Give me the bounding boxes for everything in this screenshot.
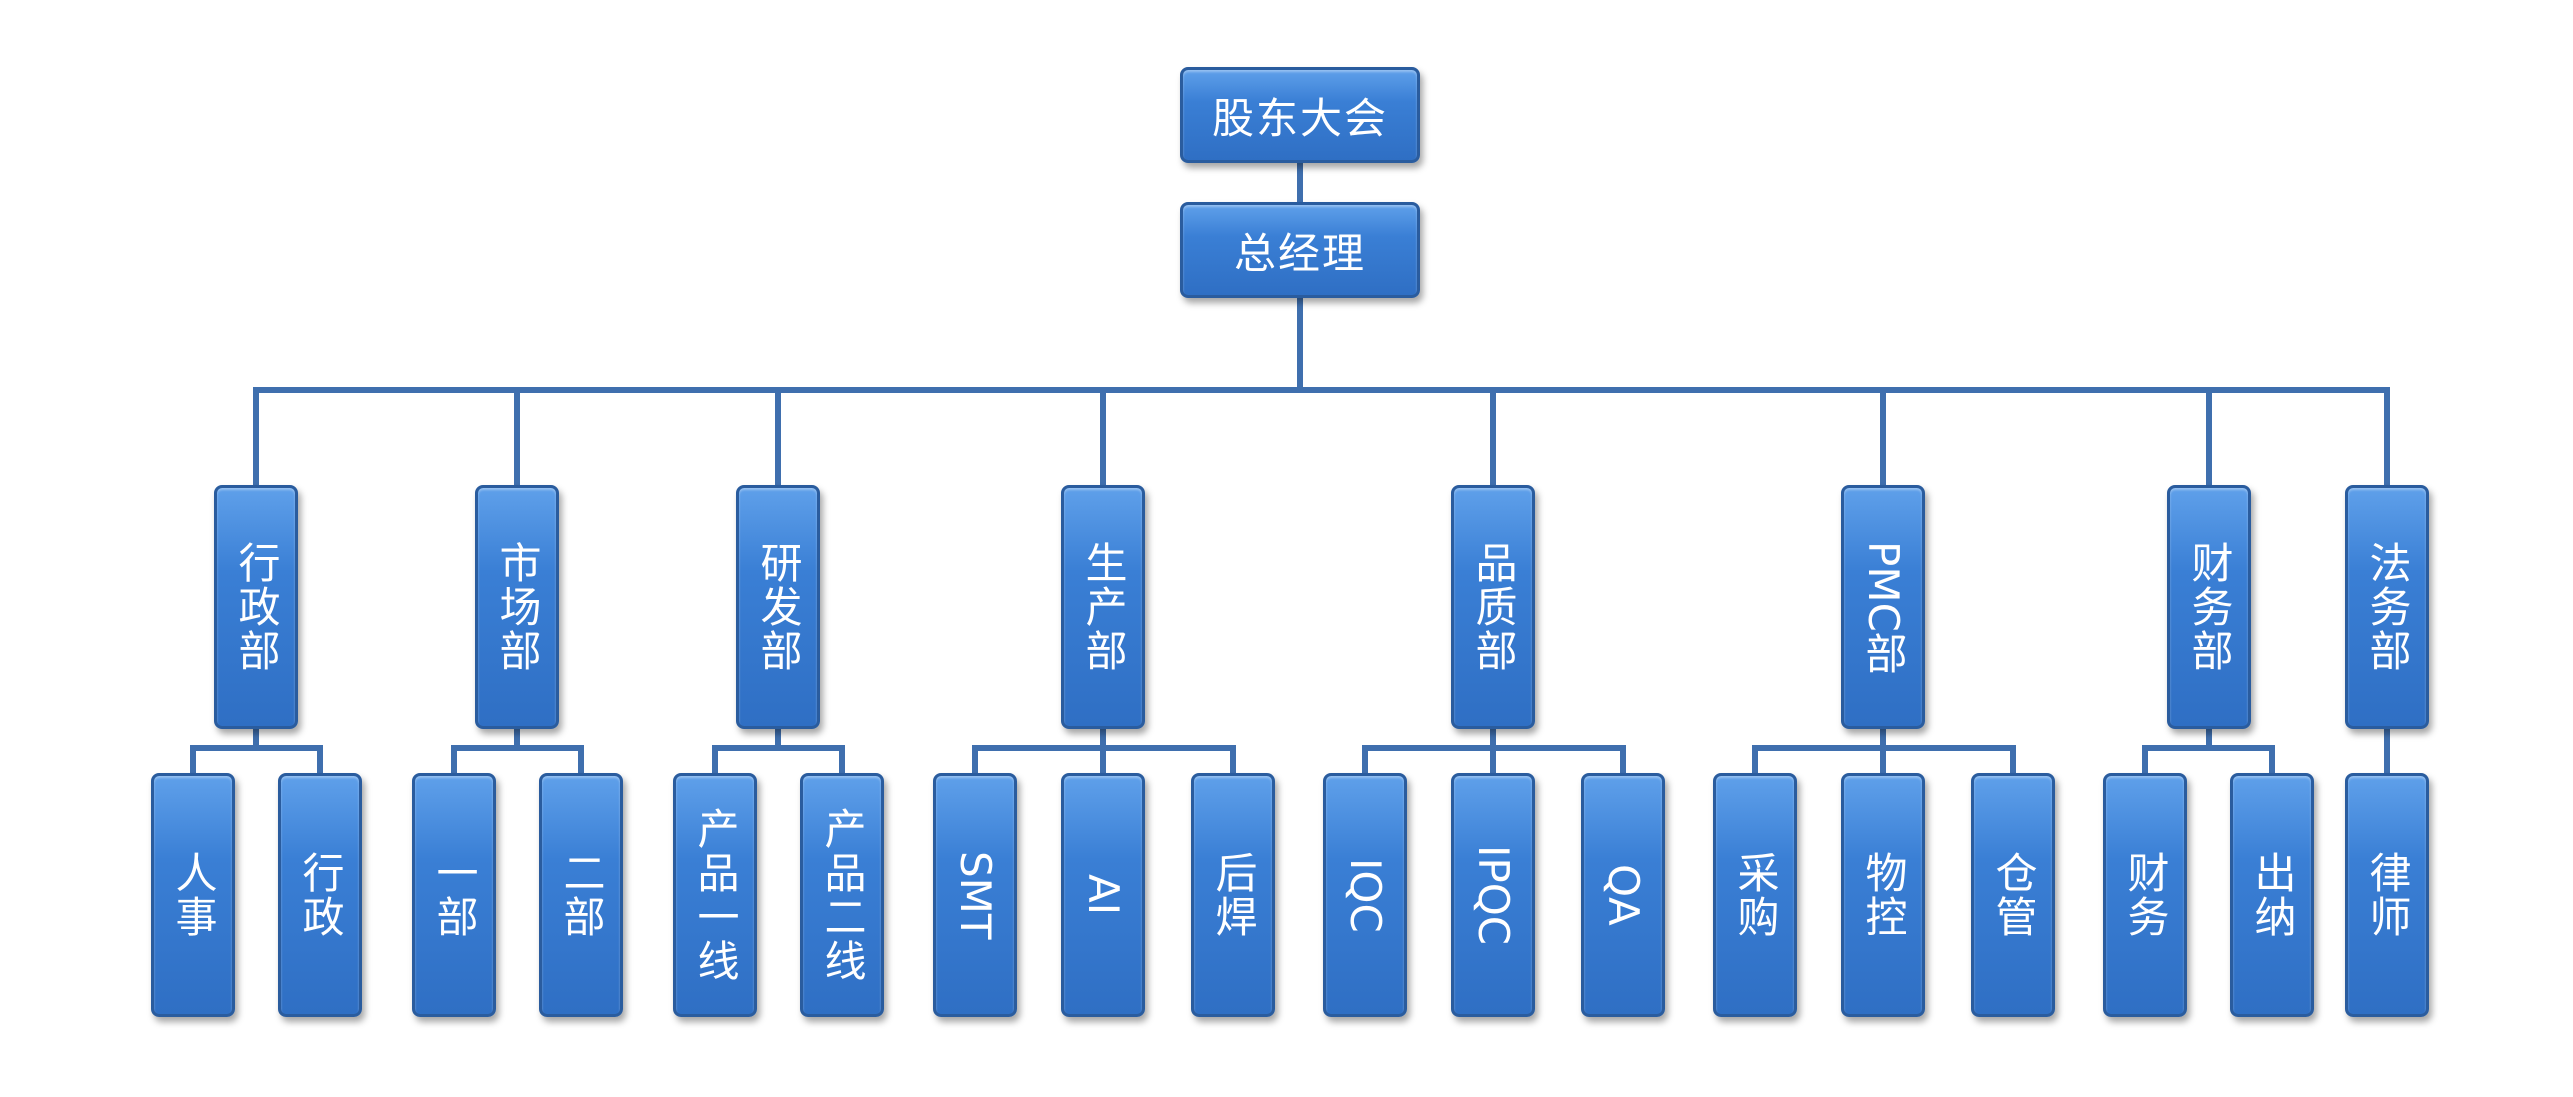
connector-dept-1-bar: [190, 745, 323, 751]
sub-unit-label: QA: [1599, 864, 1648, 926]
department-box: 财务部: [2167, 485, 2251, 729]
sub-unit-label: 产品二线: [818, 807, 867, 983]
connector-dept-bar: [253, 387, 2390, 393]
sub-unit-label: SMT: [951, 850, 1000, 940]
connector-dept-5-down: [1490, 729, 1496, 749]
connector-dept-8-down: [2384, 729, 2390, 773]
connector-dept-3-drop-b: [839, 745, 845, 773]
connector-drop-dept-8: [2384, 387, 2390, 485]
department-box: 品质部: [1451, 485, 1535, 729]
department-label: 市场部: [493, 541, 542, 673]
sub-unit-label: 出纳: [2248, 851, 2297, 939]
connector-ceo-trunk: [1297, 298, 1303, 390]
sub-unit-box: 二部: [539, 773, 623, 1017]
department-box: 行政部: [214, 485, 298, 729]
connector-dept-5-drop-b: [1490, 745, 1496, 773]
connector-dept-3-drop-a: [712, 745, 718, 773]
sub-unit-label: IQC: [1341, 857, 1390, 933]
department-box: 研发部: [736, 485, 820, 729]
sub-unit-box: 财务: [2103, 773, 2187, 1017]
sub-unit-label: 律师: [2363, 851, 2412, 939]
department-box: 市场部: [475, 485, 559, 729]
department-label: 研发部: [754, 541, 803, 673]
sub-unit-box: 人事: [151, 773, 235, 1017]
department-box: PMC部: [1841, 485, 1925, 729]
sub-unit-box: 后焊: [1191, 773, 1275, 1017]
connector-dept-4-down: [1100, 729, 1106, 749]
department-box: 法务部: [2345, 485, 2429, 729]
connector-root-ceo: [1297, 163, 1303, 205]
shareholders-meeting-box: 股东大会: [1180, 67, 1420, 163]
department-label: 财务部: [2185, 541, 2234, 673]
sub-unit-label: 产品一线: [691, 807, 740, 983]
connector-dept-6-drop-c: [2010, 745, 2016, 773]
connector-dept-7-drop-a: [2142, 745, 2148, 773]
sub-unit-label: 行政: [296, 851, 345, 939]
department-label: 行政部: [232, 541, 281, 673]
connector-dept-5-drop-a: [1362, 745, 1368, 773]
connector-dept-2-drop-b: [578, 745, 584, 773]
sub-unit-box: 采购: [1713, 773, 1797, 1017]
sub-unit-label: AI: [1079, 874, 1128, 916]
sub-unit-box: AI: [1061, 773, 1145, 1017]
connector-dept-4-drop-c: [1230, 745, 1236, 773]
connector-dept-3-down: [775, 729, 781, 749]
connector-dept-1-down: [253, 729, 259, 749]
sub-unit-box: SMT: [933, 773, 1017, 1017]
sub-unit-box: 行政: [278, 773, 362, 1017]
connector-dept-2-down: [514, 729, 520, 749]
sub-unit-box: 一部: [412, 773, 496, 1017]
connector-dept-6-drop-b: [1880, 745, 1886, 773]
sub-unit-box: 产品一线: [673, 773, 757, 1017]
sub-unit-label: 采购: [1731, 851, 1780, 939]
sub-unit-label: 一部: [430, 851, 479, 939]
sub-unit-box: 物控: [1841, 773, 1925, 1017]
connector-drop-dept-5: [1490, 387, 1496, 485]
sub-unit-label: 后焊: [1209, 851, 1258, 939]
connector-dept-7-bar: [2142, 745, 2275, 751]
connector-dept-7-down: [2206, 729, 2212, 749]
connector-dept-1-drop-b: [317, 745, 323, 773]
general-manager-label: 总经理: [1233, 228, 1366, 278]
sub-unit-box: QA: [1581, 773, 1665, 1017]
connector-dept-6-down: [1880, 729, 1886, 749]
shareholders-meeting-label: 股东大会: [1211, 93, 1388, 143]
sub-unit-box: 律师: [2345, 773, 2429, 1017]
sub-unit-label: 人事: [169, 851, 218, 939]
department-label: 生产部: [1079, 541, 1128, 673]
connector-dept-4-drop-a: [972, 745, 978, 773]
connector-dept-3-bar: [712, 745, 845, 751]
connector-drop-dept-1: [253, 387, 259, 485]
connector-dept-2-drop-a: [451, 745, 457, 773]
sub-unit-box: 出纳: [2230, 773, 2314, 1017]
sub-unit-box: IPQC: [1451, 773, 1535, 1017]
sub-unit-box: IQC: [1323, 773, 1407, 1017]
sub-unit-label: 二部: [557, 851, 606, 939]
department-label: 法务部: [2363, 541, 2412, 673]
connector-dept-6-drop-a: [1752, 745, 1758, 773]
connector-dept-2-bar: [451, 745, 584, 751]
sub-unit-label: 物控: [1859, 851, 1908, 939]
connector-dept-7-drop-b: [2269, 745, 2275, 773]
connector-drop-dept-3: [775, 387, 781, 485]
connector-drop-dept-6: [1880, 387, 1886, 485]
department-box: 生产部: [1061, 485, 1145, 729]
connector-dept-1-drop-a: [190, 745, 196, 773]
sub-unit-label: 财务: [2121, 851, 2170, 939]
connector-dept-4-drop-b: [1100, 745, 1106, 773]
connector-dept-5-drop-c: [1620, 745, 1626, 773]
sub-unit-box: 仓管: [1971, 773, 2055, 1017]
department-label: 品质部: [1469, 541, 1518, 673]
general-manager-box: 总经理: [1180, 202, 1420, 298]
connector-drop-dept-4: [1100, 387, 1106, 485]
connector-drop-dept-2: [514, 387, 520, 485]
sub-unit-box: 产品二线: [800, 773, 884, 1017]
sub-unit-label: 仓管: [1989, 851, 2038, 939]
sub-unit-label: IPQC: [1469, 844, 1518, 946]
department-label: PMC部: [1859, 540, 1908, 674]
connector-drop-dept-7: [2206, 387, 2212, 485]
